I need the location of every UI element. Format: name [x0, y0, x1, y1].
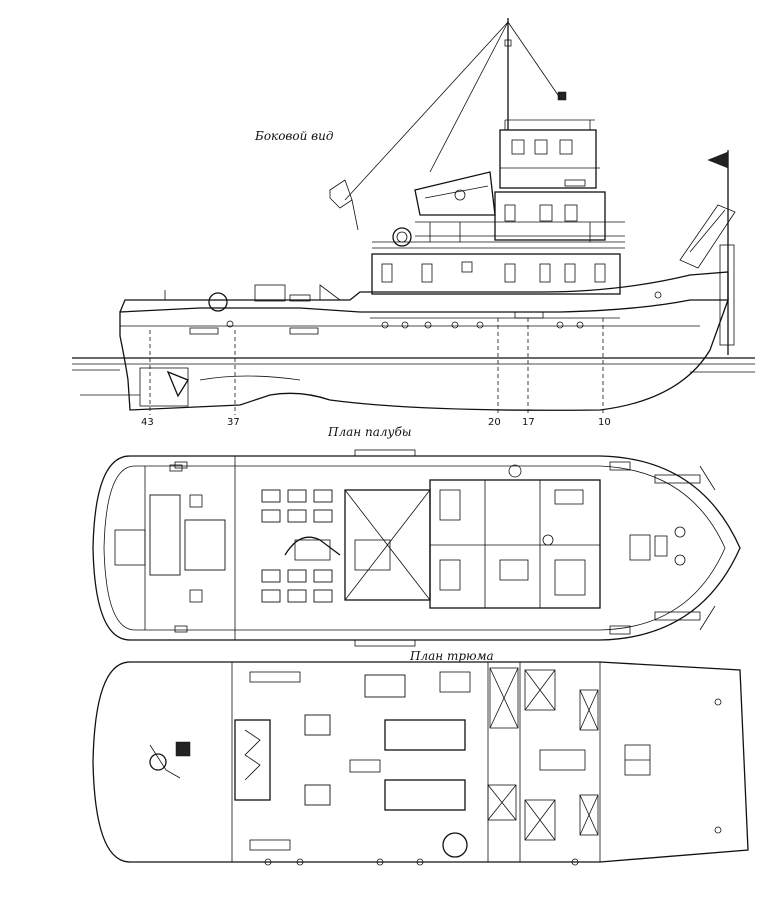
deckhouse: [371, 253, 621, 295]
steering-gear: [149, 753, 167, 771]
propeller: [166, 370, 189, 398]
fuel-tank: [234, 719, 271, 801]
vent-grid-bottom: [261, 569, 333, 603]
towing-winch: [184, 519, 226, 571]
deck-plan-label: План палубы: [327, 425, 412, 439]
life-ring: [392, 227, 412, 247]
frame-43: 43: [141, 417, 154, 428]
frame-17: 17: [522, 417, 535, 428]
upper-deckhouse: [494, 191, 606, 241]
hold-plan: План трюма: [92, 649, 749, 866]
generator: [364, 674, 406, 698]
skeg: [139, 367, 189, 407]
deck-plan: План палубы: [92, 425, 741, 647]
hull: [119, 299, 729, 411]
frame-37: 37: [227, 417, 240, 428]
vent-grid-top: [261, 489, 333, 523]
side-view: Боковой вид 43 37 20 17 10: [72, 18, 755, 428]
portholes: [226, 291, 662, 329]
deck-hull-outline: [92, 455, 741, 641]
funnel: [414, 171, 496, 216]
hold-plan-label: План трюма: [409, 649, 494, 663]
hold-hull-outline: [92, 661, 749, 863]
main-engine-bottom: [384, 779, 466, 811]
winch-drum: [208, 292, 228, 312]
main-engine-top: [384, 719, 466, 751]
frame-20: 20: [488, 417, 501, 428]
frame-10: 10: [598, 417, 611, 428]
side-view-label: Боковой вид: [254, 129, 334, 143]
wheelhouse: [499, 129, 597, 189]
deckhouse-plan: [429, 479, 601, 609]
air-receiver: [442, 832, 468, 858]
